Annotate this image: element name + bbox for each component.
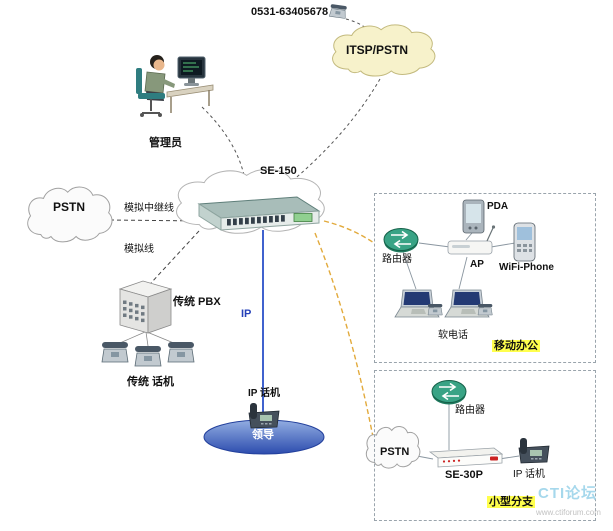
itsp-cloud-label: ITSP/PSTN: [346, 43, 409, 57]
branch-pstn-label: PSTN: [380, 446, 410, 458]
link-pstn-trunk: [109, 219, 203, 222]
connection-lines: [109, 18, 381, 438]
branch-ip-phone-label: IP 话机: [513, 469, 546, 480]
traditional-phone-3: [167, 341, 195, 363]
ip-line-label: IP: [241, 308, 252, 320]
link-se150-mobile: [323, 220, 375, 244]
analog-line-label: 模拟线: [124, 244, 154, 255]
softphone-label: 软电话: [438, 330, 468, 341]
se150-label: SE-150: [260, 165, 297, 177]
hotline-phone-icon: [328, 3, 348, 19]
pstn-cloud: [27, 186, 113, 243]
pda-device: [462, 199, 485, 234]
hotline-number-label: 0531-63405678: [251, 6, 329, 18]
link-analog-pbx: [150, 230, 200, 284]
analog-trunk-label: 模拟中继线: [124, 203, 174, 214]
se150-ports: [227, 215, 285, 226]
se150-screen: [293, 213, 313, 222]
watermark-url: www.ctiforum.com: [536, 508, 601, 517]
traditional-phone-2: [134, 345, 162, 367]
pstn-label: PSTN: [53, 200, 86, 214]
se150-device: [197, 196, 321, 231]
traditional-phone-1: [101, 341, 129, 363]
small-branch-box: [374, 370, 596, 521]
pda-label: PDA: [487, 201, 509, 212]
wifi-phone-label: WiFi-Phone: [499, 262, 554, 273]
admin-figure: [136, 55, 214, 117]
watermark-logo: CTI论坛: [538, 485, 598, 502]
pbx-label: 传统 PBX: [173, 296, 221, 308]
wifi-phone-device: [513, 222, 536, 262]
small-branch-group-label: 小型分支: [487, 496, 535, 509]
pbx-device: [118, 280, 173, 334]
mobile-router-label: 路由器: [382, 254, 412, 265]
ap-label: AP: [470, 259, 484, 270]
leader-ip-phone: [248, 402, 280, 429]
ap-device: [447, 225, 496, 255]
link-admin-se150: [201, 106, 246, 181]
mobile-office-lines: [402, 232, 516, 290]
ip-phone-label: IP 话机: [248, 388, 281, 399]
se30p-device: [428, 447, 504, 468]
mobile-office-group-label: 移动办公: [492, 340, 540, 353]
se30p-label: SE-30P: [445, 469, 483, 481]
admin-label: 管理员: [149, 137, 182, 149]
traditional-phones-label: 传统 话机: [127, 376, 175, 388]
leader-label: 领导: [252, 429, 274, 441]
link-se150-branch: [314, 232, 374, 438]
branch-router-label: 路由器: [455, 405, 485, 416]
mobile-office-box: [374, 193, 596, 363]
link-itsp-se150: [290, 78, 381, 183]
